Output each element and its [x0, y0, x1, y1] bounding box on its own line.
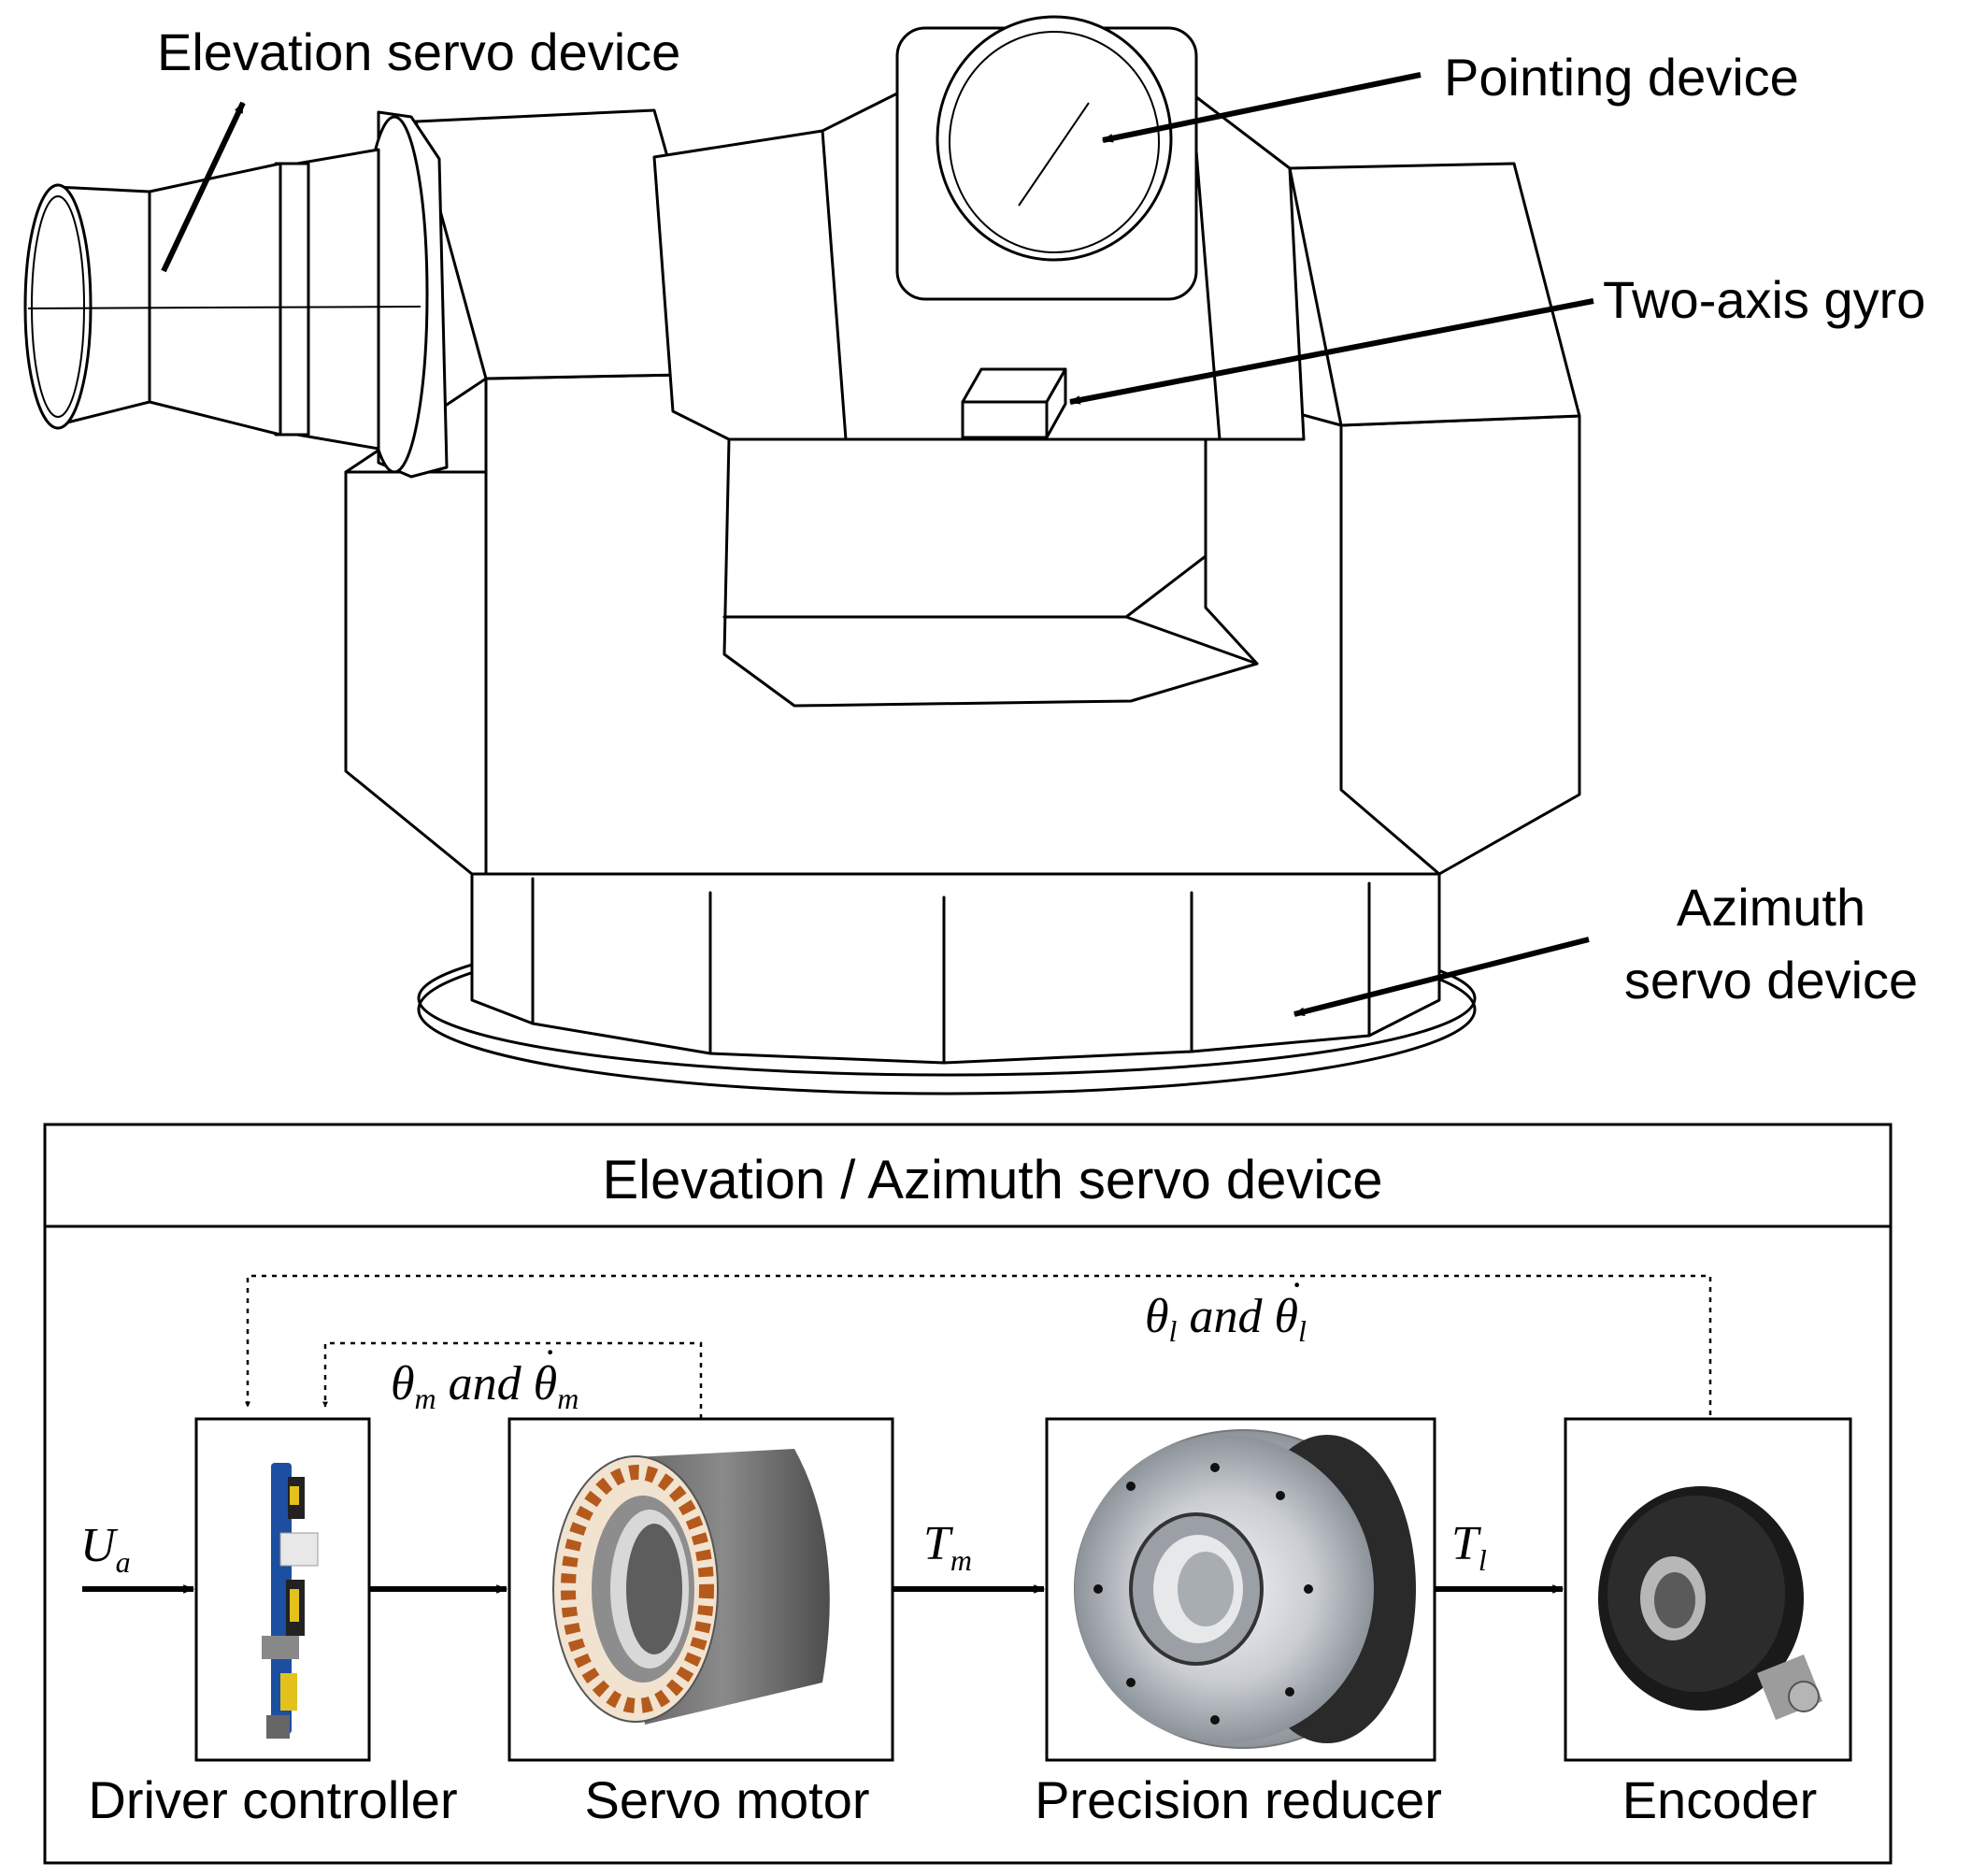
input-signal-label: Ua — [80, 1519, 131, 1579]
pointing-callout-arrow — [1101, 72, 1422, 143]
pointing-device-label: Pointing device — [1444, 48, 1799, 107]
elevation-cylinder — [23, 110, 449, 479]
azimuth-label-line2: servo device — [1624, 951, 1918, 1010]
elevation-callout-arrow — [161, 101, 246, 273]
precision-reducer-label: Precision reducer — [1035, 1770, 1442, 1829]
motor-dot-marker: · — [544, 1331, 556, 1373]
servo-block-diagram: Elevation / Azimuth servo device θl and … — [43, 1123, 1893, 1865]
servo-motor-image — [552, 1449, 830, 1725]
servo-motor-label: Servo motor — [585, 1770, 870, 1829]
encoder-image — [1598, 1486, 1822, 1720]
load-feedback-line — [245, 1274, 1712, 1425]
azimuth-callout-arrow — [1293, 937, 1590, 1017]
diagram-title: Elevation / Azimuth servo device — [603, 1150, 1383, 1210]
precision-reducer-image — [1074, 1429, 1416, 1749]
driver-pcb-image — [262, 1463, 319, 1739]
azimuth-ring — [470, 872, 1441, 1065]
motor-feedback-label: θm and θm — [391, 1357, 579, 1415]
right-upright — [1288, 162, 1581, 427]
diagram-frame — [43, 1123, 1893, 1865]
motor-torque-label: Tm — [923, 1517, 972, 1577]
driver-controller-label: Driver controller — [88, 1770, 457, 1829]
elevation-servo-label: Elevation servo device — [157, 22, 680, 81]
motor-feedback-line — [322, 1341, 703, 1419]
gimbal-drawing: Elevation servo device Pointing device T… — [23, 15, 1925, 1096]
two-axis-gyro-label: Two-axis gyro — [1603, 270, 1925, 329]
pointing-lens — [936, 15, 1173, 262]
gyro-callout-arrow — [1068, 298, 1594, 405]
load-dot-marker: · — [1291, 1264, 1303, 1306]
load-torque-label: Tl — [1451, 1517, 1487, 1577]
encoder-label: Encoder — [1622, 1770, 1818, 1829]
load-feedback-label: θl and θl — [1145, 1290, 1307, 1348]
azimuth-label-line1: Azimuth — [1677, 878, 1865, 937]
